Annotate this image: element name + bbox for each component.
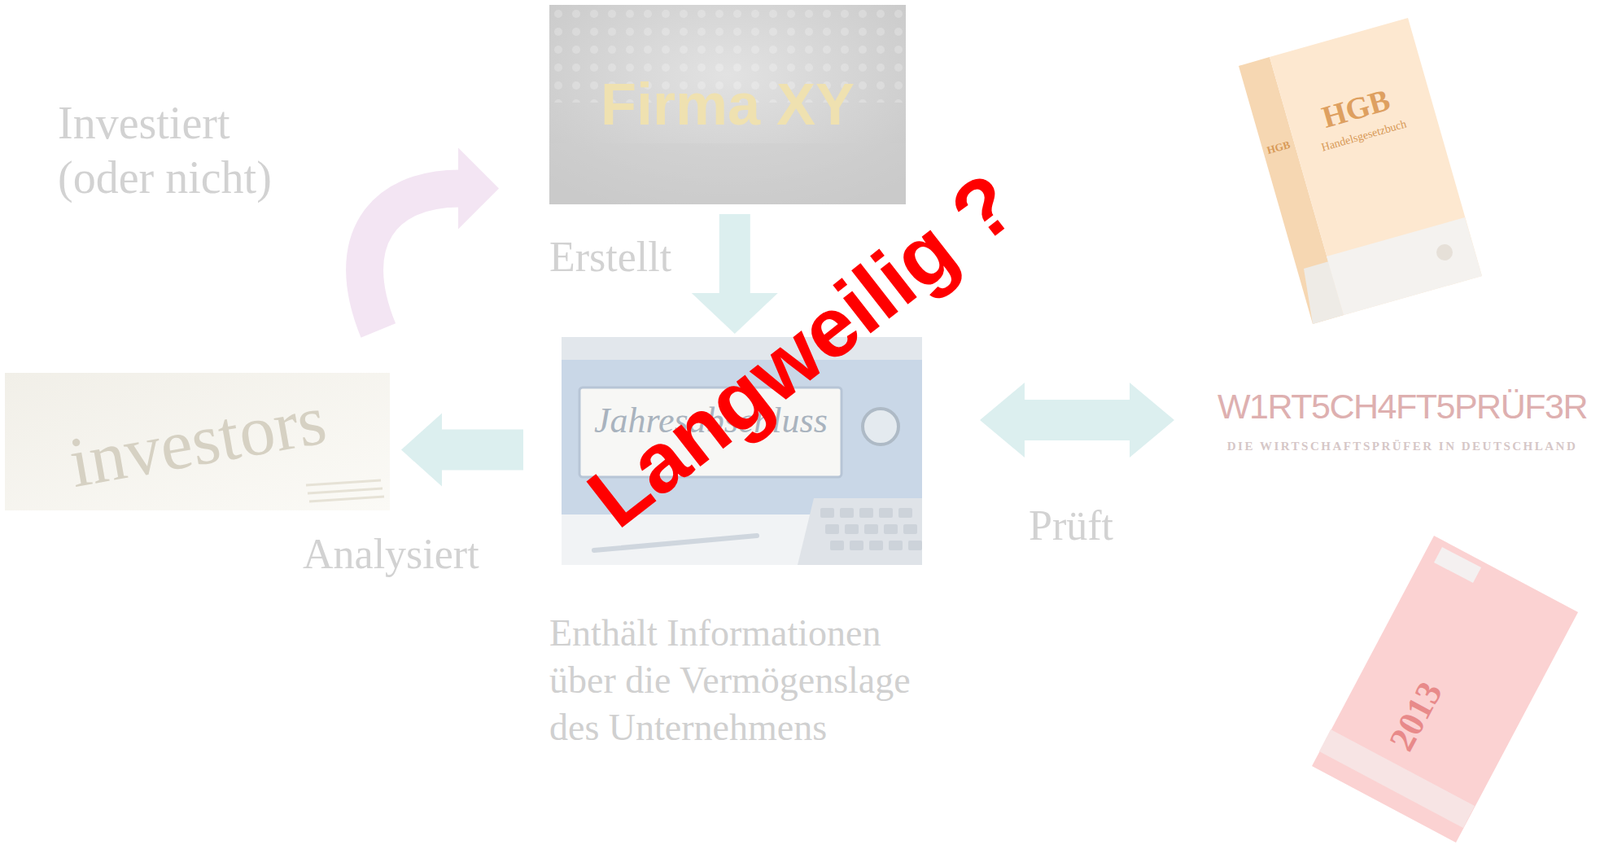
calculator-key xyxy=(825,524,840,534)
auditor-logo: W1RT5CH4FT5PRÜF3R DIE WIRTSCHAFTSPRÜFER I… xyxy=(1210,372,1594,468)
logo-subtitle: DIE WIRTSCHAFTSPRÜFER IN DEUTSCHLAND xyxy=(1227,438,1579,454)
small-print xyxy=(306,480,385,502)
binder-ring xyxy=(862,408,899,445)
curved-arrow-body xyxy=(364,187,460,331)
arrow-head xyxy=(458,147,499,229)
newspaper-backdrop xyxy=(4,372,390,511)
edge-label: Prüft xyxy=(1028,500,1114,551)
book-tag xyxy=(1433,546,1482,583)
calculator-key xyxy=(878,507,893,518)
edge-label: Analysiert xyxy=(302,528,480,580)
calculator-key xyxy=(903,524,918,534)
calculator-key xyxy=(869,540,884,551)
block-arrow xyxy=(979,382,1175,458)
description-text: Enthält Informationen über die Vermögens… xyxy=(549,609,957,752)
edge-label: Investiert (oder nicht) xyxy=(57,96,319,206)
company-backdrop xyxy=(549,4,906,205)
calculator-key xyxy=(844,524,859,534)
calculator-key xyxy=(849,540,864,551)
book-cover xyxy=(1311,535,1579,843)
red-book xyxy=(1311,535,1579,843)
block-arrow xyxy=(401,413,524,487)
calculator-key xyxy=(830,540,844,551)
logo-wordmark: W1RT5CH4FT5PRÜF3R xyxy=(1217,386,1587,427)
pen xyxy=(594,535,757,551)
calculator-key xyxy=(898,507,913,518)
company-name: Firma XY xyxy=(600,72,855,137)
floor-reflection xyxy=(549,143,906,205)
block-arrow xyxy=(691,214,779,334)
calculator xyxy=(797,498,923,565)
edge-label: Erstellt xyxy=(549,231,672,283)
book-cover-band xyxy=(1326,217,1482,315)
create-arrow xyxy=(691,214,779,334)
calculator-key xyxy=(864,524,879,534)
audit-arrow xyxy=(979,382,1175,458)
invest-arrow xyxy=(364,147,499,331)
publisher-logo xyxy=(1436,244,1453,261)
calculator-key xyxy=(820,507,835,518)
company-box: Firma XY xyxy=(549,4,906,205)
book-cover xyxy=(1269,17,1482,315)
calculator-key xyxy=(883,524,898,534)
calculator-key xyxy=(859,507,874,518)
hgb-book xyxy=(1238,17,1482,324)
investors-box: investors xyxy=(4,372,390,511)
calculator-key xyxy=(888,540,903,551)
calculator-key xyxy=(908,540,923,551)
analyse-arrow xyxy=(401,413,524,487)
calculator-key xyxy=(839,507,854,518)
